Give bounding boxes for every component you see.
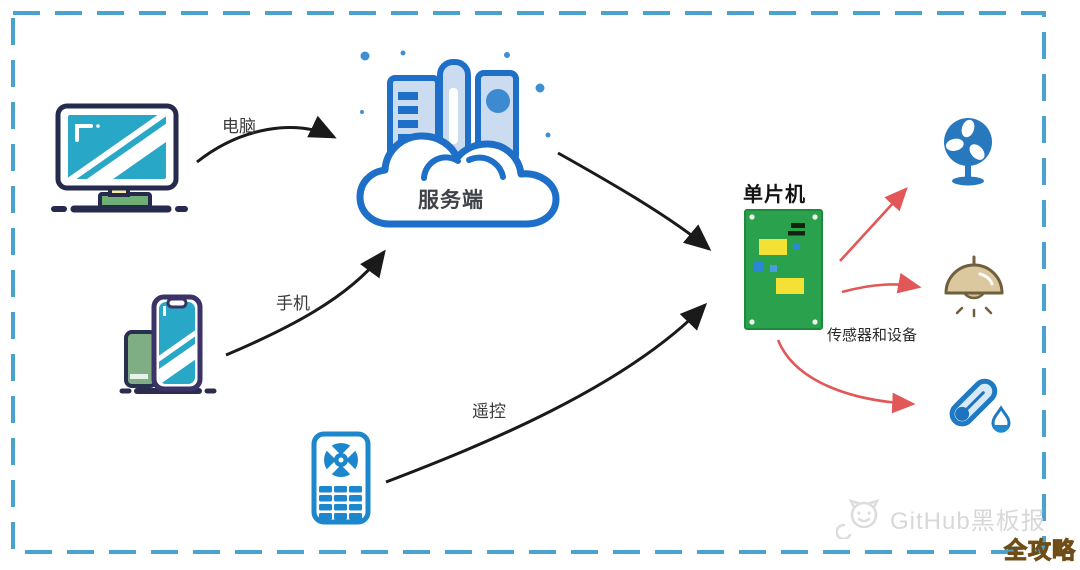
arrow-mcu-to-fan: [839, 187, 908, 262]
decor-dots: [360, 50, 551, 138]
mcu-label: 单片机: [743, 184, 806, 206]
phone-label: 手机: [276, 294, 310, 313]
mcu-board-icon: [744, 209, 823, 330]
arrow-mcu-to-thermometer: [776, 339, 916, 414]
devices-label: 传感器和设备: [827, 327, 918, 344]
server-cloud-icon: [356, 50, 560, 228]
computer-icon: [51, 103, 188, 213]
arrow-remote-to-mcu: [385, 302, 708, 484]
phone-icon: [119, 294, 217, 394]
chip-yellow-1: [759, 239, 787, 255]
chip-yellow-2: [776, 278, 804, 294]
thermometer-icon: [949, 378, 1011, 433]
remote-buttons: [319, 486, 362, 520]
server-label: 服务端: [418, 189, 484, 212]
watermark-badge: 全攻略: [1004, 537, 1076, 564]
fan-icon: [944, 118, 992, 186]
arrow-server-to-mcu: [557, 151, 712, 251]
remote-icon: [311, 431, 371, 525]
lamp-icon: [944, 255, 1004, 318]
remote-label: 遥控: [472, 402, 506, 421]
arrow-mcu-to-lamp: [841, 272, 922, 294]
computer-label: 电脑: [222, 117, 256, 136]
cat-logo-icon: [836, 499, 880, 539]
arrow-computer-to-server: [196, 115, 337, 164]
